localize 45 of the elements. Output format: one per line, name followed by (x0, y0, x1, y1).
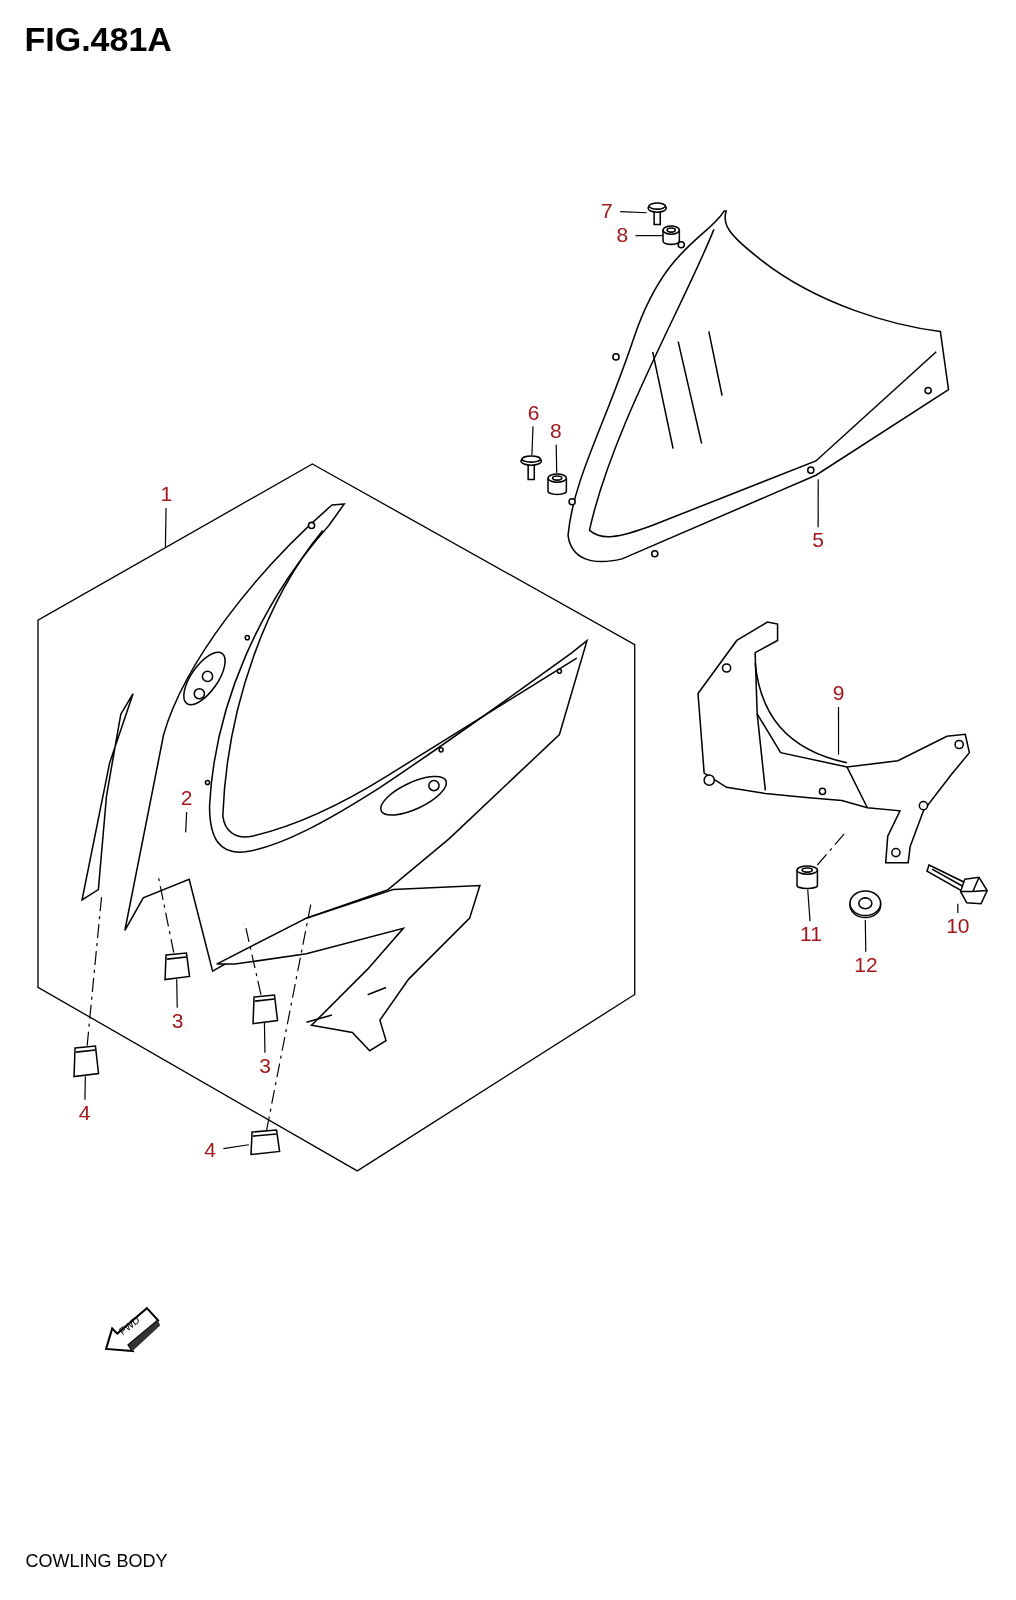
screw-drawing (520, 454, 543, 480)
leader-line (957, 903, 959, 914)
callout-number: 2 (173, 785, 200, 812)
cushion-pad-drawing (163, 952, 190, 980)
leader-line (164, 507, 167, 548)
callout-number: 11 (795, 921, 827, 948)
cowling-drawing (79, 502, 590, 1054)
leader-line (84, 1075, 86, 1101)
callout-number: 8 (609, 222, 636, 249)
leader-line (807, 888, 811, 922)
screw-drawing (646, 201, 668, 225)
leader-line (222, 1144, 250, 1150)
leader-line (263, 1022, 266, 1054)
assembly-line (265, 902, 312, 1131)
callout-number: 5 (804, 527, 832, 554)
callout-number: 3 (164, 1007, 191, 1035)
callout-number: 12 (850, 951, 882, 979)
cushion-pad-drawing (248, 1130, 280, 1155)
callout-number: 3 (251, 1052, 279, 1080)
figure-caption: COWLING BODY (25, 1550, 168, 1572)
part-group-outline (37, 464, 635, 1172)
leader-line (185, 811, 188, 833)
leader-line (837, 706, 840, 756)
cushion-pad-drawing (72, 1045, 99, 1077)
nut-drawing (662, 225, 681, 246)
callout-number: 4 (71, 1099, 98, 1127)
callout-number: 1 (153, 481, 180, 508)
bracket-drawing (696, 618, 973, 863)
washer-drawing (848, 887, 882, 921)
callout-number: 10 (942, 912, 974, 940)
callout-number: 7 (593, 197, 621, 225)
leader-line (619, 211, 648, 214)
leader-line (555, 444, 558, 474)
bolt-drawing (928, 863, 988, 904)
grommet-drawing (795, 865, 819, 890)
leader-line (817, 478, 819, 528)
cushion-pad-drawing (250, 994, 278, 1024)
leader-line (634, 235, 663, 237)
leader-line (864, 919, 867, 953)
nut-drawing (546, 473, 568, 496)
leader-line (176, 978, 178, 1009)
figure-title: FIG.481A (24, 20, 172, 60)
leader-line (531, 425, 534, 456)
callout-number: 4 (196, 1137, 224, 1164)
callout-number: 9 (825, 680, 852, 707)
